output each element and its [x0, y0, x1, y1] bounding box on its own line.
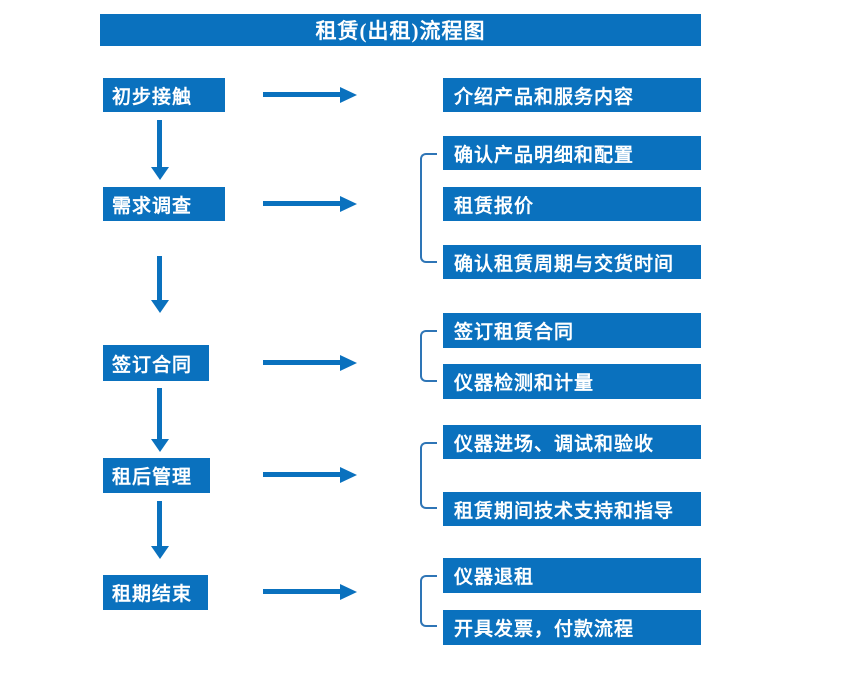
detail-confirm-product-config: 确认产品明细和配置	[443, 136, 701, 170]
arrow-right-icon	[263, 87, 357, 103]
bracket-connector-demand-survey	[420, 153, 437, 263]
step-rental-end: 租期结束	[103, 575, 208, 610]
arrow-shaft	[157, 388, 162, 439]
arrow-head	[340, 584, 357, 600]
arrow-head	[151, 546, 169, 559]
arrow-right-icon	[263, 355, 357, 371]
detail-invoice-payment-process: 开具发票，付款流程	[443, 610, 701, 645]
arrow-head	[151, 439, 169, 452]
detail-instrument-return: 仪器退租	[443, 558, 701, 593]
flowchart-title: 租赁(出租)流程图	[100, 14, 701, 46]
detail-sign-rental-contract: 签订租赁合同	[443, 313, 701, 348]
detail-confirm-rental-period-delivery: 确认租赁周期与交货时间	[443, 245, 701, 279]
arrow-shaft	[157, 256, 162, 300]
arrow-head	[340, 467, 357, 483]
arrow-down-icon	[151, 501, 169, 559]
arrow-right-icon	[263, 196, 357, 212]
detail-rental-quote: 租赁报价	[443, 187, 701, 221]
arrow-shaft	[157, 120, 162, 167]
detail-introduce-products-services: 介绍产品和服务内容	[443, 78, 701, 112]
arrow-head	[340, 355, 357, 371]
step-sign-contract: 签订合同	[103, 345, 209, 381]
arrow-shaft	[263, 201, 340, 206]
arrow-right-icon	[263, 467, 357, 483]
step-initial-contact: 初步接触	[103, 78, 225, 112]
arrow-down-icon	[151, 120, 169, 180]
detail-technical-support-guidance: 租赁期间技术支持和指导	[443, 492, 701, 526]
arrow-down-icon	[151, 256, 169, 313]
bracket-connector-sign-contract	[420, 330, 437, 382]
arrow-head	[151, 300, 169, 313]
arrow-shaft	[263, 360, 340, 365]
step-post-rental-management: 租后管理	[103, 458, 210, 493]
arrow-shaft	[263, 589, 340, 594]
detail-instrument-setup-acceptance: 仪器进场、调试和验收	[443, 425, 701, 459]
bracket-connector-rental-end	[420, 575, 437, 627]
detail-instrument-inspection-measurement: 仪器检测和计量	[443, 364, 701, 399]
arrow-head	[151, 167, 169, 180]
bracket-connector-post-rental	[420, 442, 437, 509]
arrow-shaft	[263, 92, 340, 97]
arrow-right-icon	[263, 584, 357, 600]
arrow-head	[340, 87, 357, 103]
step-demand-survey: 需求调查	[103, 187, 225, 221]
arrow-shaft	[263, 472, 340, 477]
arrow-head	[340, 196, 357, 212]
arrow-down-icon	[151, 388, 169, 452]
arrow-shaft	[157, 501, 162, 546]
